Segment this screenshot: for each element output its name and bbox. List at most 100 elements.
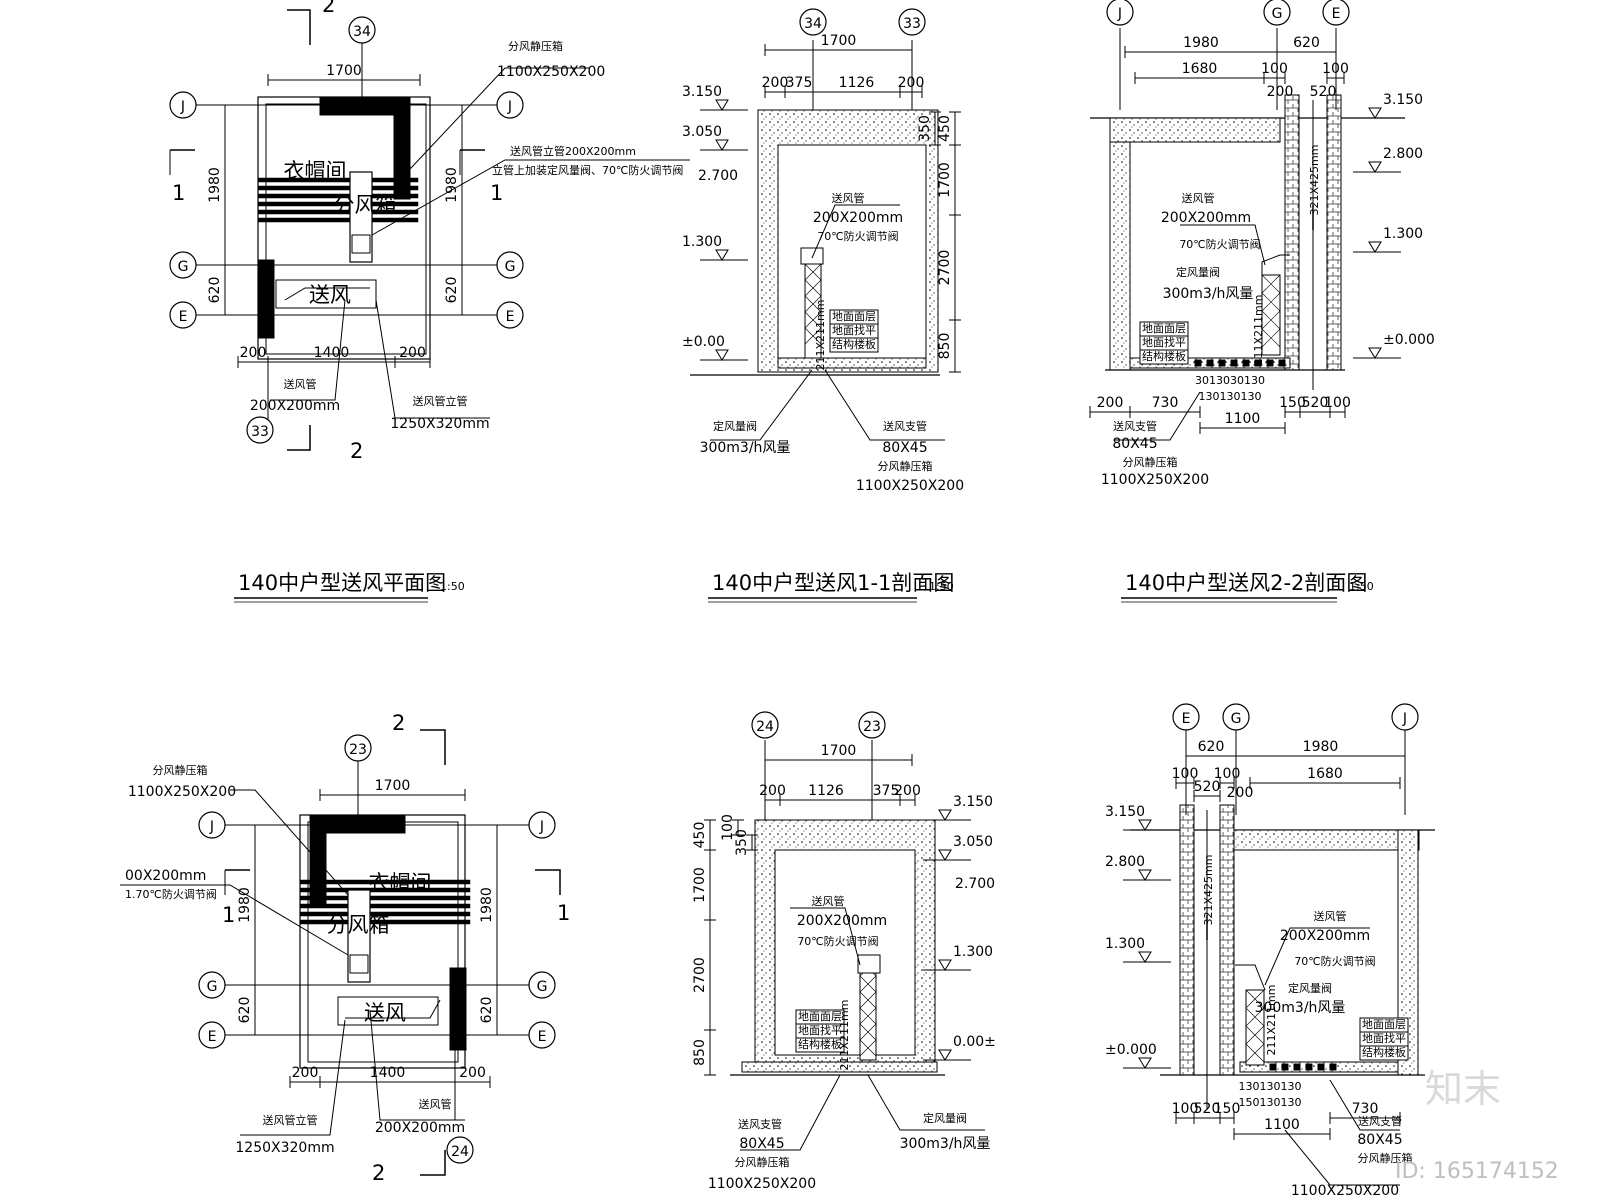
stair-hatch	[257, 201, 419, 207]
callout: 分风静压箱	[878, 459, 933, 473]
watermark-brand: 知末	[1425, 1067, 1501, 1111]
dimension-label: 200	[894, 783, 921, 799]
grille-slat	[1281, 1063, 1289, 1071]
riser-size: 211X211mm	[838, 1000, 851, 1071]
grille-slat	[1194, 359, 1202, 367]
grille-slat	[1329, 1063, 1337, 1071]
elbow	[1261, 254, 1290, 275]
supply-label: 送风	[309, 283, 351, 307]
layer-label: 地面面层	[832, 310, 876, 323]
callout: 200X200mm	[797, 913, 887, 929]
axis-bubble	[169, 251, 197, 279]
sec-mark	[420, 1150, 446, 1176]
dimension-label: 100	[1214, 766, 1241, 782]
callout: 定风量阀	[1288, 981, 1332, 995]
line	[804, 295, 822, 313]
axis-label: G	[537, 979, 548, 995]
level-label: 1.300	[1383, 226, 1423, 242]
axis-bubble	[1391, 703, 1419, 731]
dimension-label: 1700	[692, 867, 708, 903]
level-label: 3.150	[953, 794, 993, 810]
axis-label: G	[1231, 711, 1242, 727]
layer-cell	[795, 1037, 845, 1053]
axis-label: 34	[353, 24, 371, 40]
dimension-label: 620	[444, 277, 460, 304]
dimension-label: 620	[1293, 35, 1320, 51]
grille-slat	[1317, 1063, 1325, 1071]
leader-line	[375, 299, 490, 419]
callout: 分风静压箱	[508, 39, 563, 53]
callout: 300m3/h风量	[900, 1136, 991, 1152]
dimension-label: 1700	[821, 743, 857, 759]
dimension-label: 100	[1172, 1101, 1199, 1117]
dimension-label: 130130130	[1199, 390, 1262, 403]
room-label: 衣帽间	[284, 159, 347, 183]
line	[1261, 328, 1281, 348]
stair-hatch	[257, 217, 419, 223]
axis-label: E	[506, 309, 515, 325]
dimension-label: 1980	[479, 887, 495, 923]
grille-slat	[1305, 1063, 1313, 1071]
leader-line	[1264, 927, 1370, 986]
section-mark-label: 2	[392, 711, 405, 735]
stair-hatch	[299, 911, 471, 917]
leader-line	[710, 369, 813, 441]
line	[1261, 310, 1281, 330]
level-marker	[715, 99, 729, 111]
dimension-label: 1400	[370, 1065, 406, 1081]
wall-solid	[257, 259, 275, 339]
callout: 1100X250X200	[128, 784, 236, 800]
dimension-label: 1100	[1264, 1117, 1300, 1133]
leader-line	[740, 1074, 841, 1151]
callout: 70℃防火调节阀	[1179, 237, 1260, 251]
level-label: 3.150	[1383, 92, 1423, 108]
callout: 送风管立管	[413, 394, 468, 408]
axis-label: J	[180, 99, 185, 115]
level-label: 2.800	[1383, 146, 1423, 162]
callout: 1100X250X200	[1101, 472, 1209, 488]
layer-label: 结构楼板	[798, 1037, 842, 1051]
line	[859, 991, 877, 1009]
layer-label: 地面面层	[1142, 322, 1186, 335]
dimension-label: 200	[399, 345, 426, 361]
dimension-label: 150130130	[1239, 1096, 1302, 1109]
level-label: ±0.000	[1105, 1042, 1157, 1058]
dimension-label: 1980	[1303, 739, 1339, 755]
axis-bubble	[198, 1021, 226, 1049]
axis-label: G	[178, 259, 189, 275]
drawing-title: 140中户型送风2-2剖面图	[1125, 571, 1367, 595]
dimension-label: 200	[759, 783, 786, 799]
callout: 送风管	[832, 191, 865, 205]
dimension-label: 620	[237, 997, 253, 1024]
callout: 分风静压箱	[153, 763, 208, 777]
line	[804, 279, 822, 297]
dimension-label: 1980	[444, 167, 460, 203]
level-marker	[1368, 241, 1382, 253]
axis-label: 33	[903, 16, 921, 32]
line	[1245, 1007, 1265, 1027]
box-label: 分风箱	[334, 193, 397, 217]
callout: 300m3/h风量	[1163, 286, 1254, 302]
stair-hatch	[257, 193, 419, 199]
stair-hatch	[257, 177, 419, 183]
dimension-label: 1126	[808, 783, 844, 799]
room-inner	[307, 821, 459, 1063]
drawing-scale: 1:50	[1349, 580, 1374, 593]
axis-bubble	[528, 811, 556, 839]
dimension-label: 100	[1261, 61, 1288, 77]
line	[859, 1023, 877, 1041]
callout: 80X45	[739, 1136, 784, 1152]
dimension-label: 1700	[326, 63, 362, 79]
grille-slat	[1254, 359, 1262, 367]
level-marker	[1368, 161, 1382, 173]
section-mark-label: 2	[372, 1161, 385, 1185]
callout: 200X200mm	[1280, 928, 1370, 944]
ceiling-slab	[1109, 117, 1281, 143]
line	[1261, 292, 1281, 312]
dimension-label: 1126	[839, 75, 875, 91]
level-marker	[1138, 951, 1152, 963]
axis-label: E	[1332, 6, 1341, 22]
grille-slat	[1218, 359, 1226, 367]
